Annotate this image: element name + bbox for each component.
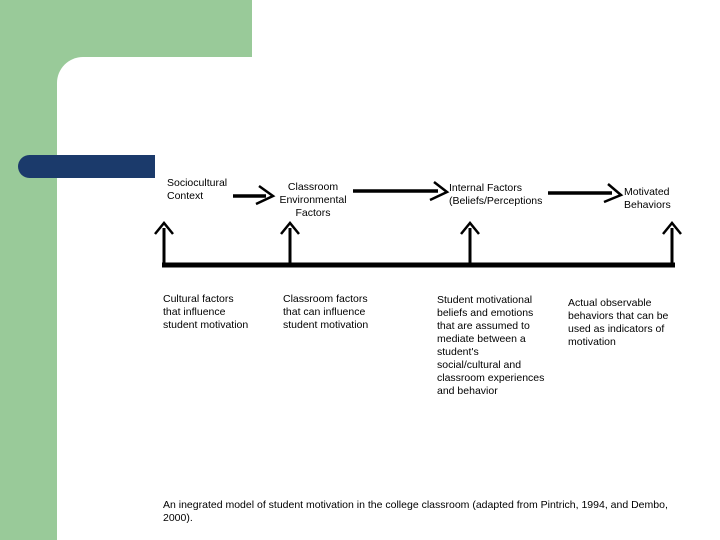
- figure-caption: An inegrated model of student motivation…: [163, 499, 668, 524]
- flow-node-motivated-behaviors: Motivated Behaviors: [624, 186, 671, 211]
- content-panel: [57, 57, 720, 540]
- flow-node-internal-factors: Internal Factors (Beliefs/Perceptions: [449, 182, 543, 207]
- bullet-capsule: [18, 155, 155, 178]
- description-classroom-factors: Classroom factors that can influence stu…: [283, 293, 369, 331]
- flow-node-classroom-environmental-factors: Classroom Environmental Factors: [279, 181, 347, 219]
- flow-node-sociocultural-context: Sociocultural Context: [167, 177, 228, 202]
- description-cultural-factors: Cultural factors that influence student …: [163, 293, 249, 331]
- description-actual-observable-behaviors: Actual observable behaviors that can be …: [568, 297, 669, 348]
- description-student-motivational-beliefs: Student motivational beliefs and emotion…: [437, 294, 545, 397]
